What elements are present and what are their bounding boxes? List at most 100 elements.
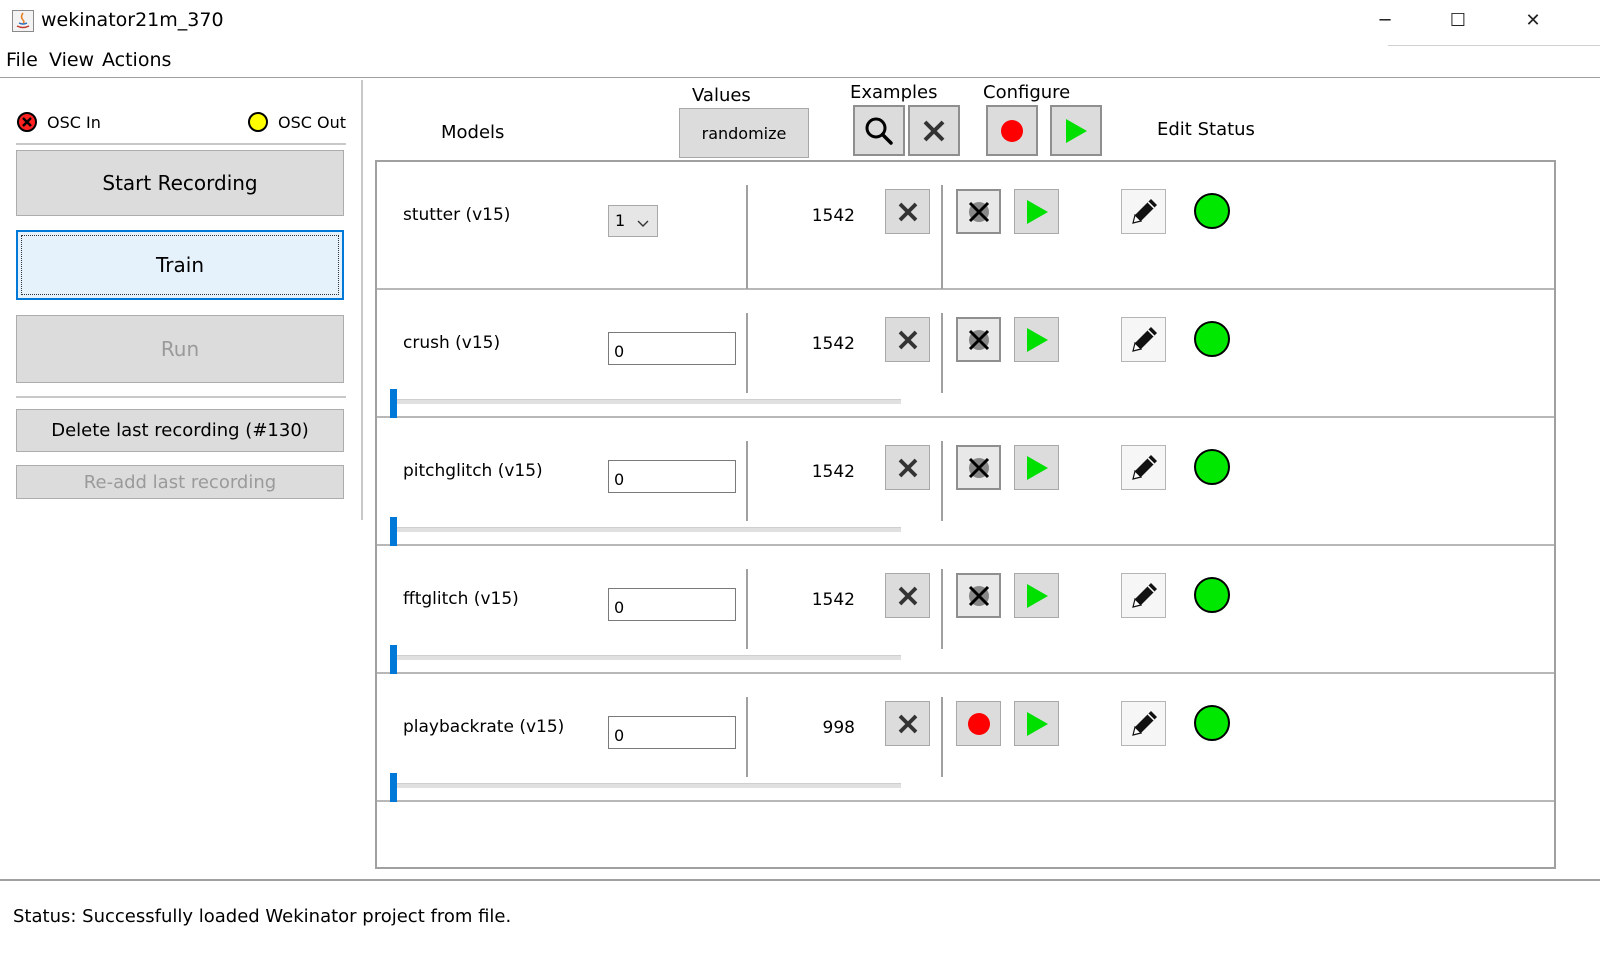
readd-last-recording-button[interactable]: Re-add last recording [16,465,344,499]
left-separator-top [16,143,346,145]
column-divider [941,441,943,521]
examples-header: Examples [850,82,938,103]
value-slider-thumb[interactable] [390,517,397,546]
maximize-button[interactable]: ☐ [1449,10,1467,31]
run-toggle-button[interactable] [1014,573,1059,618]
delete-examples-button[interactable] [885,701,930,746]
model-row: stutter (v15)1 1542 [377,163,1554,290]
value-slider-thumb[interactable] [390,389,397,418]
value-input[interactable]: 0 [608,716,736,749]
record-disabled-icon [968,585,989,606]
model-name: fftglitch (v15) [403,589,519,609]
delete-last-recording-button[interactable]: Delete last recording (#130) [16,409,344,452]
value-input[interactable]: 0 [608,332,736,365]
run-toggle-button[interactable] [1014,317,1059,362]
example-count: 1542 [811,462,855,482]
pencil-icon [1131,454,1157,480]
pencil-icon [1131,582,1157,608]
run-toggle-button[interactable] [1014,445,1059,490]
left-separator-mid [16,396,346,398]
column-divider [746,697,748,777]
value-slider-track[interactable] [393,399,901,404]
run-toggle-button[interactable] [1014,701,1059,746]
record-toggle-button[interactable] [956,317,1001,362]
values-header: Values [692,85,751,106]
minimize-button[interactable]: ─ [1379,10,1391,31]
record-toggle-button[interactable] [956,445,1001,490]
example-count: 998 [822,718,855,738]
titlebar-divider [1388,45,1600,46]
model-row: playbackrate (v15) 0 998 [377,675,1554,802]
record-icon [1001,119,1023,142]
x-icon [898,202,917,221]
play-icon [1026,711,1048,736]
models-table [375,160,1556,869]
status-indicator [1194,321,1230,357]
record-disabled-icon [968,329,989,350]
menu-actions[interactable]: Actions [102,49,172,71]
status-indicator [1194,193,1230,229]
edit-model-button[interactable] [1121,189,1166,234]
column-divider [941,185,943,289]
panel-divider [361,80,363,520]
models-header: Models [441,122,505,143]
delete-examples-button[interactable] [885,189,930,234]
close-button[interactable]: ✕ [1525,10,1541,31]
randomize-button[interactable]: randomize [679,108,809,158]
record-toggle-button[interactable] [956,701,1001,746]
pencil-icon [1131,710,1157,736]
column-divider [746,185,748,289]
osc-in-label: OSC In [47,113,101,132]
edit-model-button[interactable] [1121,445,1166,490]
start-recording-button[interactable]: Start Recording [16,150,344,216]
run-button[interactable]: Run [16,315,344,383]
chevron-down-icon [637,220,649,227]
value-slider-track[interactable] [393,655,901,660]
example-count: 1542 [811,334,855,354]
x-icon [898,330,917,349]
column-divider [746,313,748,393]
example-count: 1542 [811,206,855,226]
value-slider-thumb[interactable] [390,773,397,802]
column-divider [941,697,943,777]
train-button[interactable]: Train [16,230,344,300]
record-toggle-button[interactable] [956,189,1001,234]
examples-search-button[interactable] [853,105,905,156]
examples-delete-all-button[interactable] [908,105,960,156]
menu-separator [0,77,1600,78]
value-select-text: 1 [615,211,626,230]
value-slider-thumb[interactable] [390,645,397,674]
record-toggle-button[interactable] [956,573,1001,618]
delete-examples-button[interactable] [885,445,930,490]
play-icon [1026,455,1048,480]
model-name: pitchglitch (v15) [403,461,543,481]
pencil-icon [1131,326,1157,352]
delete-examples-button[interactable] [885,573,930,618]
value-select[interactable]: 1 [608,205,658,237]
edit-model-button[interactable] [1121,701,1166,746]
play-icon [1026,327,1048,352]
value-slider-track[interactable] [393,783,901,788]
record-all-button[interactable] [986,105,1038,156]
osc-in-indicator [17,112,37,132]
value-input[interactable]: 0 [608,588,736,621]
delete-examples-button[interactable] [885,317,930,362]
value-input[interactable]: 0 [608,460,736,493]
menu-view[interactable]: View [49,49,95,71]
edit-model-button[interactable] [1121,317,1166,362]
train-button-label: Train [156,253,204,277]
model-name: playbackrate (v15) [403,717,565,737]
run-all-button[interactable] [1050,105,1102,156]
status-separator [0,879,1600,881]
x-icon [898,714,917,733]
menu-file[interactable]: File [6,49,38,71]
edit-model-button[interactable] [1121,573,1166,618]
window-title: wekinator21m_370 [41,9,224,31]
model-row: pitchglitch (v15) 0 1542 [377,419,1554,546]
column-divider [941,313,943,393]
value-slider-track[interactable] [393,527,901,532]
x-icon [898,586,917,605]
pencil-icon [1131,198,1157,224]
run-toggle-button[interactable] [1014,189,1059,234]
